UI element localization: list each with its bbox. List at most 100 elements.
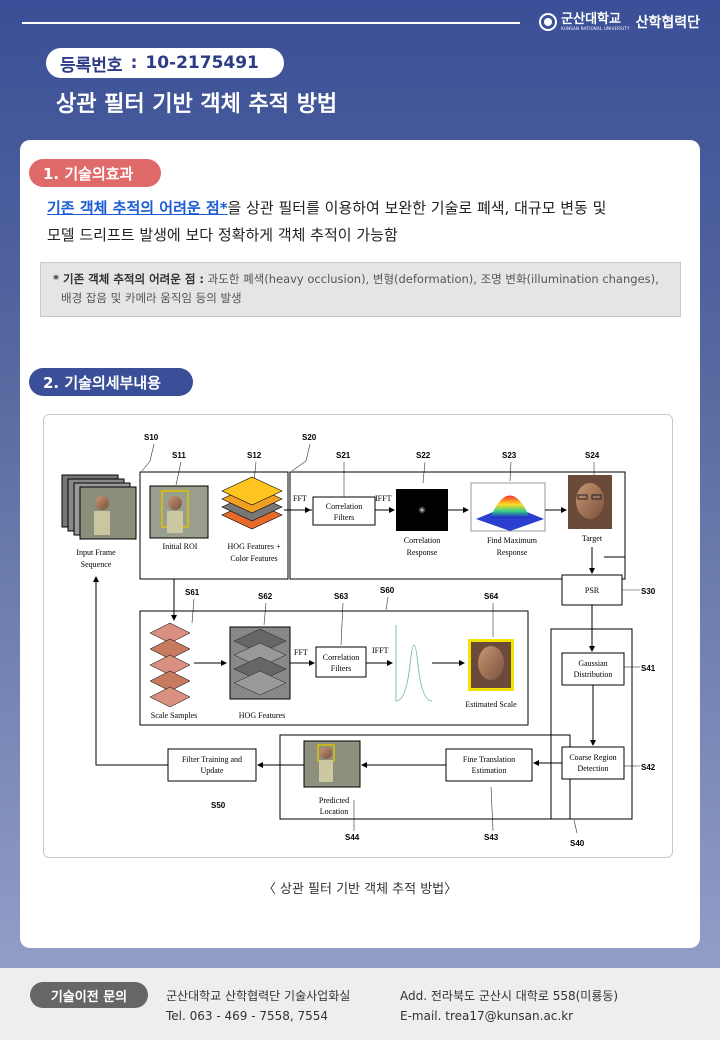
hog-color-stack-image	[221, 476, 283, 530]
registration-number: 10-2175491	[145, 53, 259, 73]
contact-label: 기술이전 문의	[30, 982, 148, 1008]
estimated-scale-face-image	[468, 639, 514, 691]
scale-samples-text: Scale Samples	[151, 711, 197, 720]
fine-text-2: Estimation	[472, 766, 507, 775]
label-s62: S62	[258, 592, 273, 601]
predicted-location-image	[303, 740, 361, 788]
psr-text: PSR	[585, 586, 600, 595]
gaussian-text-2: Distribution	[574, 670, 613, 679]
fine-text-1: Fine Translation	[463, 755, 515, 764]
label-s41: S41	[641, 664, 656, 673]
effect-line-1: 을 상관 필터를 이용하여 보완한 기술로 폐색, 대규모 변동 및	[227, 199, 607, 217]
estimated-scale-text: Estimated Scale	[465, 700, 517, 709]
diagram-svg: S10 S11 S12 S20 S21 S22 S23 S24 S30 S61 …	[61, 433, 656, 848]
label-s30: S30	[641, 587, 656, 596]
coarse-region-box	[561, 746, 625, 780]
corr-response-text-1: Correlation	[404, 536, 440, 545]
note-line-1: 과도한 폐색(heavy occlusion), 변형(deformation)…	[204, 272, 659, 286]
registration-label: 등록번호	[60, 55, 123, 76]
footer-tel: Tel. 063 - 469 - 7558, 7554	[166, 1009, 329, 1023]
coarse-text-2: Detection	[577, 764, 608, 773]
correlation-filters-box	[312, 496, 376, 526]
target-face-image	[568, 475, 612, 529]
label-s50: S50	[211, 801, 226, 810]
label-s64: S64	[484, 592, 499, 601]
label-s22: S22	[416, 451, 431, 460]
logo-org-name: 산학협력단	[635, 15, 700, 31]
initial-roi-text: Initial ROI	[163, 542, 198, 551]
coarse-text-1: Coarse Region	[569, 753, 616, 762]
hog-only-text: HOG Features	[239, 711, 285, 720]
scale-response-curve	[395, 625, 433, 702]
section-2-label: 2. 기술의세부내용	[29, 368, 193, 396]
label-s23: S23	[502, 451, 517, 460]
label-s40: S40	[570, 839, 585, 848]
label-s21: S21	[336, 451, 351, 460]
label-s42: S42	[641, 763, 656, 772]
find-max-text-2: Response	[497, 548, 528, 557]
effect-note: * 기존 객체 추적의 어려운 점 : 과도한 폐색(heavy occlusi…	[40, 262, 681, 317]
label-s44: S44	[345, 833, 360, 842]
logo-university-name: 군산대학교	[561, 12, 621, 27]
fft-label-top: FFT	[293, 494, 307, 503]
effect-line-2: 모델 드리프트 발생에 보다 정확하게 객체 추적이 가능함	[47, 226, 398, 244]
scale-correlation-filters-box	[315, 646, 367, 678]
corr-filters-text-1: Correlation	[326, 502, 362, 511]
label-s43: S43	[484, 833, 499, 842]
footer: 기술이전 문의 군산대학교 산학협력단 기술사업화실 Tel. 063 - 46…	[0, 968, 720, 1040]
gaussian-text-1: Gaussian	[578, 659, 607, 668]
target-text: Target	[582, 534, 603, 543]
corr-filters-text-2: Filters	[334, 513, 354, 522]
input-frames-image	[61, 474, 137, 540]
predicted-text-1: Predicted	[319, 796, 349, 805]
label-s61: S61	[185, 588, 200, 597]
scale-corr-text-1: Correlation	[323, 653, 359, 662]
psr-box	[561, 574, 623, 606]
hog-color-text-2: Color Features	[230, 554, 277, 563]
registration-separator: :	[130, 53, 138, 73]
input-frame-text-2: Sequence	[81, 560, 112, 569]
ifft-label-top: IFFT	[375, 494, 392, 503]
note-label: * 기존 객체 추적의 어려운 점 :	[53, 272, 205, 286]
effect-text: 기존 객체 추적의 어려운 점*을 상관 필터를 이용하여 보완한 기술로 폐색…	[47, 195, 667, 249]
fft-label-scale: FFT	[294, 648, 308, 657]
gaussian-box	[561, 652, 625, 686]
maximum-response-surface-image	[470, 482, 546, 532]
hog-color-text-1: HOG Features +	[228, 542, 281, 551]
filter-train-text-2: Update	[200, 766, 224, 775]
fine-translation-box	[445, 748, 533, 782]
header-rule	[22, 22, 520, 24]
footer-office: 군산대학교 산학협력단 기술사업화실	[166, 989, 351, 1003]
registration-badge: 등록번호 : 10-2175491	[46, 48, 284, 78]
logo-university-en: KUNSAN NATIONAL UNIVERSITY	[561, 26, 630, 31]
footer-address: Add. 전라북도 군산시 대학로 558(미룡동)	[400, 989, 619, 1003]
effect-highlight: 기존 객체 추적의 어려운 점*	[47, 199, 228, 217]
label-s12: S12	[247, 451, 262, 460]
tracking-flow-diagram: S10 S11 S12 S20 S21 S22 S23 S24 S30 S61 …	[43, 414, 673, 858]
corr-response-text-2: Response	[407, 548, 438, 557]
hog-features-stack-image	[229, 626, 291, 700]
predicted-text-2: Location	[320, 807, 348, 816]
scale-corr-text-2: Filters	[331, 664, 351, 673]
scale-samples-image	[149, 622, 191, 708]
label-s24: S24	[585, 451, 600, 460]
footer-email[interactable]: E-mail. trea17@kunsan.ac.kr	[400, 1009, 574, 1023]
label-s63: S63	[334, 592, 349, 601]
note-line-2: 배경 잡음 및 카메라 움직임 등의 발생	[61, 291, 242, 305]
page-title: 상관 필터 기반 객체 추적 방법	[56, 92, 338, 117]
university-seal-icon	[539, 13, 558, 31]
label-s10: S10	[144, 433, 159, 442]
find-max-text-1: Find Maximum	[487, 536, 538, 545]
filter-train-text-1: Filter Training and	[182, 755, 242, 764]
label-s11: S11	[172, 451, 186, 460]
university-logo: 군산대학교 KUNSAN NATIONAL UNIVERSITY 산학협력단	[539, 12, 700, 32]
label-s60: S60	[380, 586, 395, 595]
input-frame-text-1: Input Frame	[76, 548, 116, 557]
diagram-caption: 〈 상관 필터 기반 객체 추적 방법〉	[262, 882, 458, 897]
section-1-label: 1. 기술의효과	[29, 159, 161, 187]
initial-roi-image	[149, 485, 209, 539]
label-s20: S20	[302, 433, 317, 442]
ifft-label-scale: IFFT	[372, 646, 389, 655]
filter-training-box	[167, 748, 257, 782]
content-card: 1. 기술의효과 기존 객체 추적의 어려운 점*을 상관 필터를 이용하여 보…	[20, 140, 700, 948]
